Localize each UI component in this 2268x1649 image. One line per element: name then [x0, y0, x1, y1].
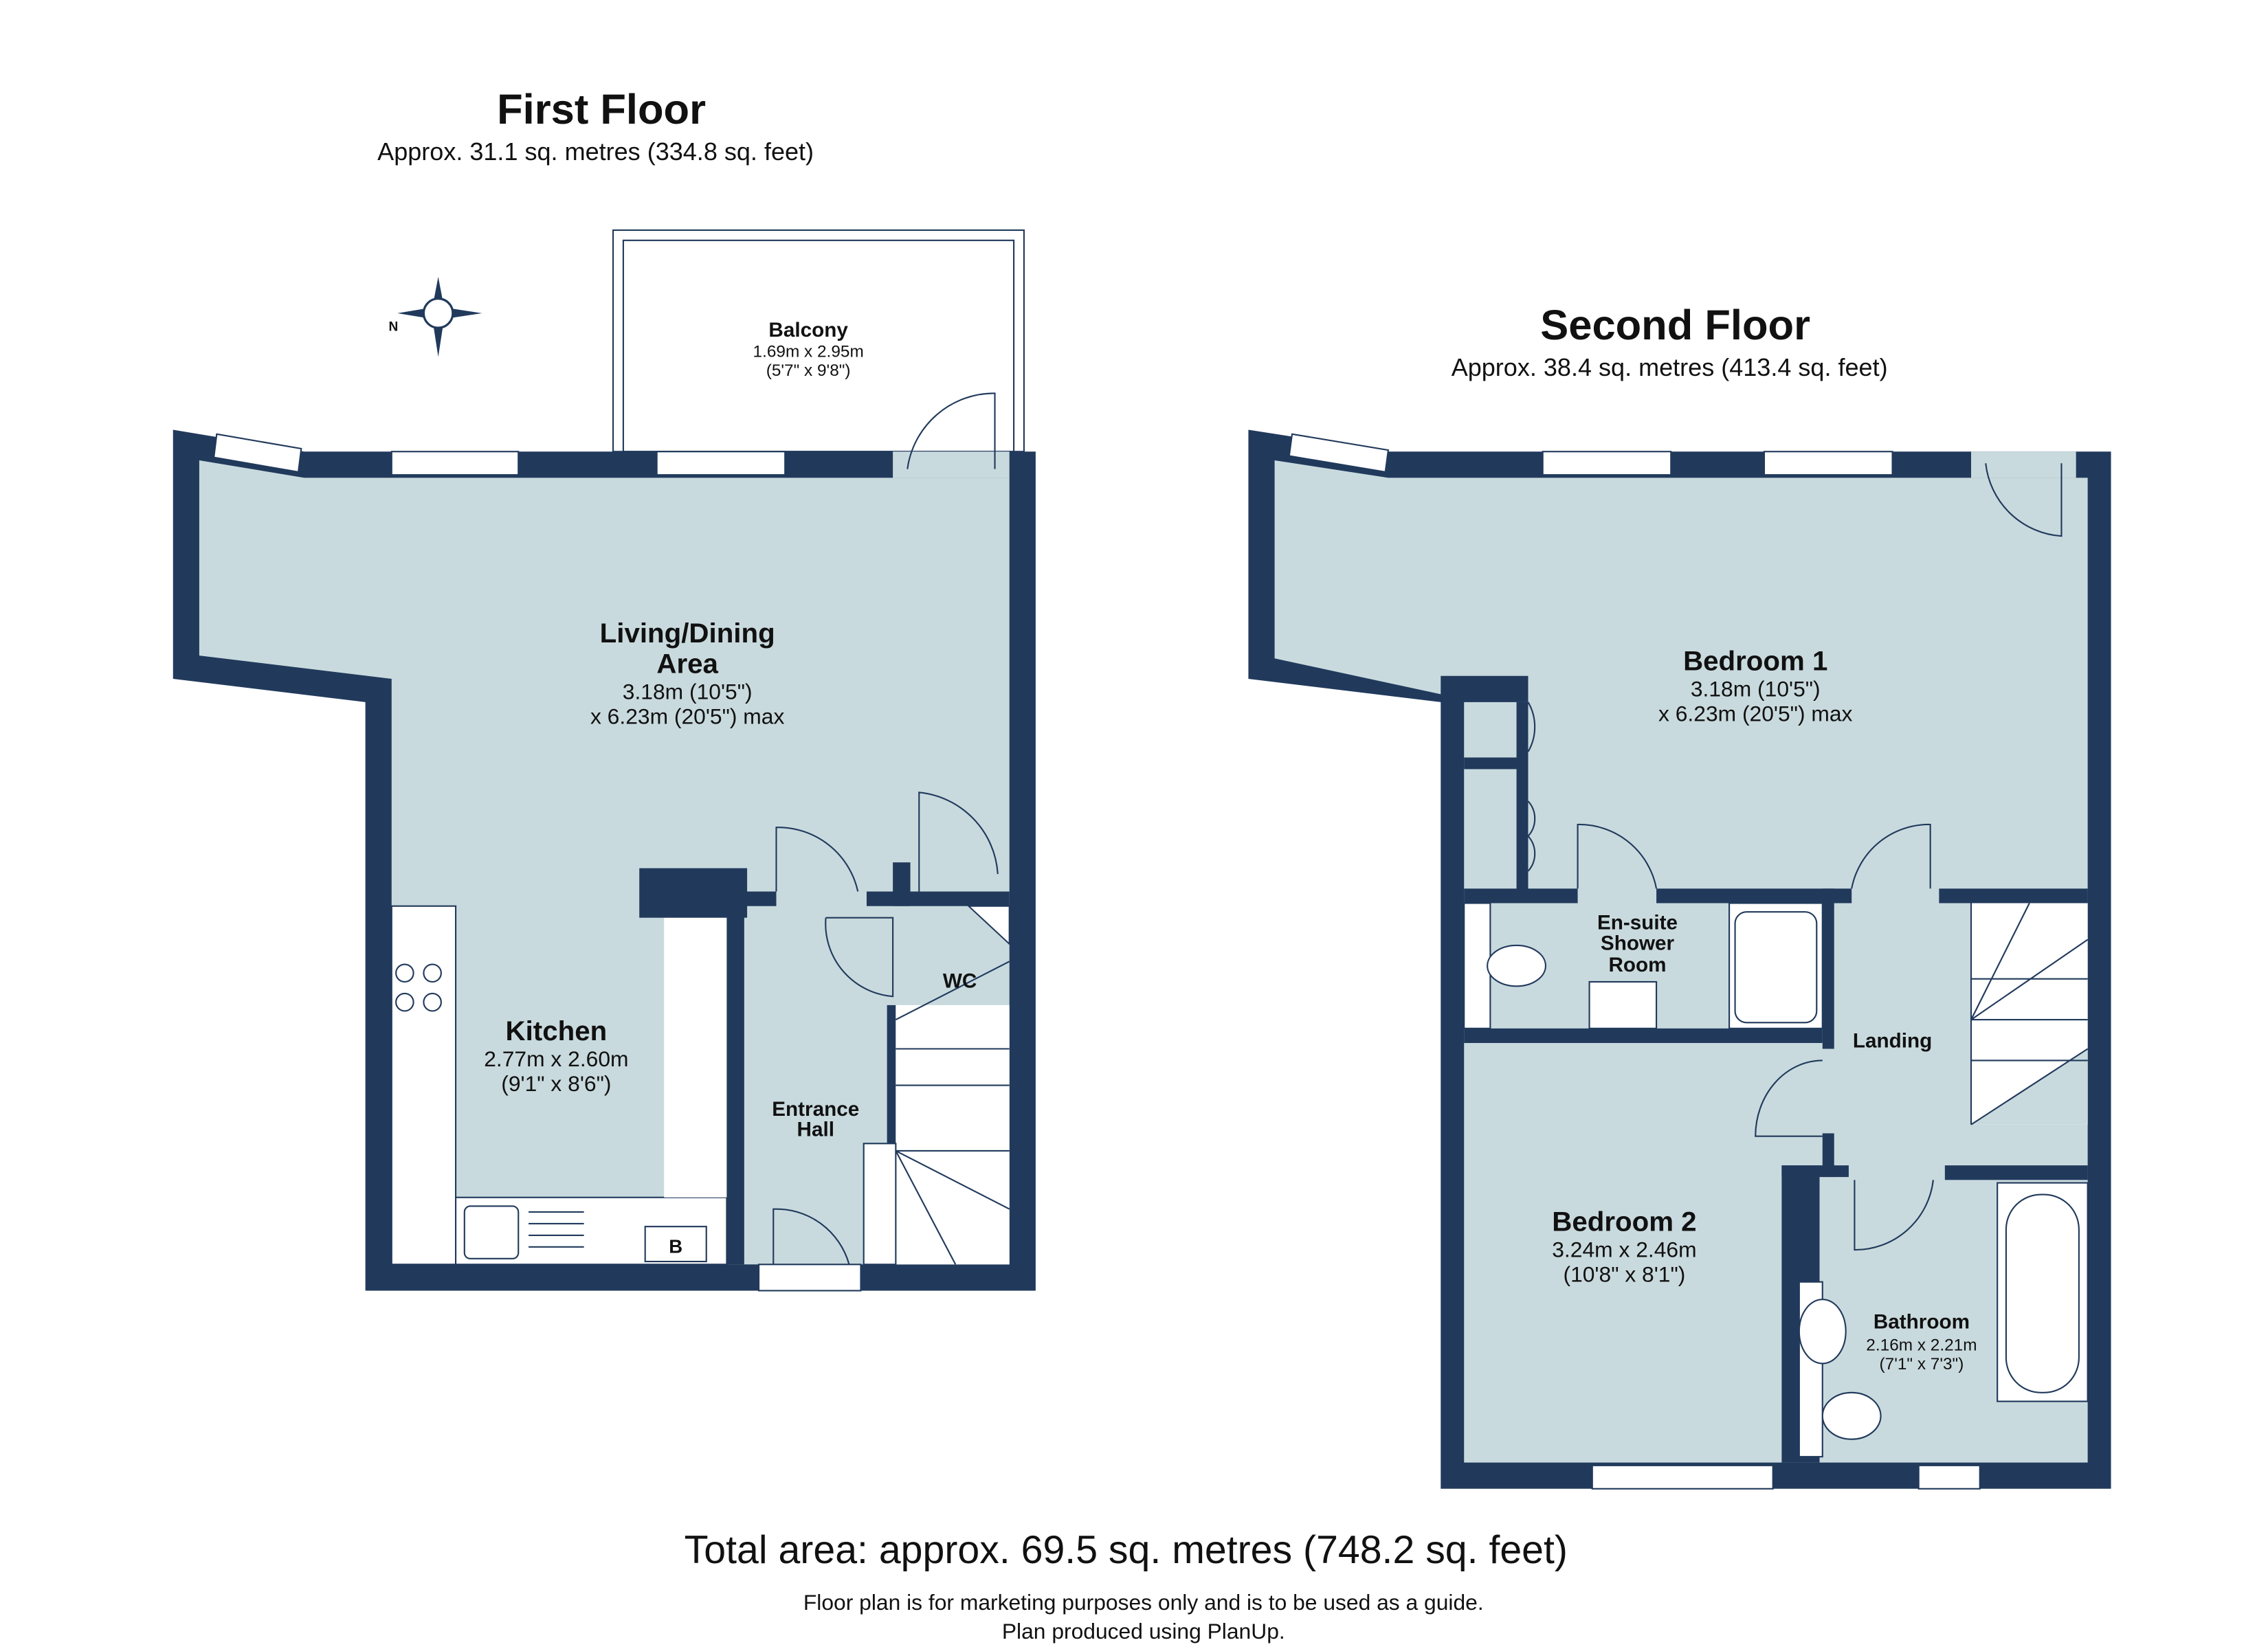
living-door[interactable] [775, 827, 859, 892]
disclaimer: Floor plan is for marketing purposes onl… [803, 1590, 1484, 1615]
room-dimension: (5'7" x 9'8") [766, 361, 851, 380]
toilet-icon [1821, 1391, 1882, 1440]
second-floor-area: Approx. 38.4 sq. metres (413.4 sq. feet) [1452, 353, 1888, 381]
room-dimension: 1.69m x 2.95m [753, 342, 864, 361]
room-label-wc: WC [943, 969, 977, 992]
second-floor-title: Second Floor [1540, 302, 1810, 349]
landing-door[interactable] [1851, 823, 1931, 889]
room-dimension: x 6.23m (20'5") max [1658, 701, 1853, 726]
cupboard-door[interactable] [918, 792, 999, 892]
boiler-label: B [669, 1235, 682, 1257]
room-label-bedroom1: Bedroom 1 [1683, 645, 1827, 676]
window [1288, 433, 1390, 473]
room-label-bedroom2: Bedroom 2 [1552, 1207, 1696, 1237]
wardrobe-door[interactable] [1527, 702, 1536, 752]
room-label-hall: Entrance [772, 1098, 859, 1121]
window [1542, 451, 1672, 476]
window [212, 433, 302, 473]
basin-icon [1588, 980, 1658, 1029]
second-floor: Second Floor Approx. 38.4 sq. metres (41… [1248, 302, 2111, 1490]
bathroom-door[interactable] [1854, 1180, 1934, 1251]
room-dimension: 3.24m x 2.46m [1552, 1237, 1696, 1262]
wc-basin [966, 905, 1010, 946]
basin-icon [1798, 1299, 1847, 1365]
room-label-ensuite: Room [1608, 954, 1666, 976]
wardrobe-door[interactable] [1527, 800, 1536, 872]
hob-icon [395, 963, 442, 1012]
kitchen-sink-icon [463, 1205, 584, 1259]
first-floor: First Floor Approx. 31.1 sq. metres (334… [173, 86, 1036, 1292]
room-label-landing: Landing [1853, 1029, 1932, 1052]
room-label-ensuite: En-suite [1597, 912, 1678, 934]
room-dimension: 3.18m (10'5") [1691, 676, 1821, 701]
total-area: Total area: approx. 69.5 sq. metres (748… [685, 1528, 1568, 1572]
room-label-balcony: Balcony [768, 319, 848, 341]
room-label-living: Living/Dining [600, 618, 775, 649]
room-label-kitchen: Kitchen [506, 1016, 608, 1046]
room-dimension: (7'1" x 7'3") [1880, 1355, 1964, 1373]
window [656, 451, 786, 476]
room-label-hall: Hall [797, 1119, 834, 1141]
window [1763, 451, 1893, 476]
ensuite-door[interactable] [1577, 823, 1658, 889]
bedroom2-door[interactable] [1755, 1059, 1823, 1137]
room-label-living: Area [656, 649, 718, 680]
room-dimension: 2.77m x 2.60m [484, 1046, 628, 1071]
balcony [612, 229, 1025, 453]
credit: Plan produced using PlanUp. [1002, 1619, 1285, 1644]
staircase [863, 961, 1010, 1266]
room-label-bathroom: Bathroom [1874, 1311, 1970, 1334]
room-dimension: x 6.23m (20'5") max [590, 704, 785, 729]
room-dimension: (10'8" x 8'1") [1563, 1262, 1685, 1287]
toilet-icon [1487, 944, 1546, 987]
boiler [644, 1226, 707, 1263]
room-dimension: 2.16m x 2.21m [1866, 1336, 1977, 1354]
compass-north-label: N [389, 319, 399, 334]
kitchen-counter [390, 905, 457, 1266]
bedroom1-door[interactable] [1985, 463, 2063, 537]
front-door[interactable] [772, 1208, 850, 1265]
room-label-ensuite: Shower [1601, 932, 1675, 954]
first-floor-area: Approx. 31.1 sq. metres (334.8 sq. feet) [377, 137, 814, 166]
window [390, 451, 520, 476]
staircase [1970, 903, 2089, 1125]
room-dimension: (9'1" x 8'6") [501, 1071, 611, 1096]
window [1591, 1464, 1774, 1490]
room-dimension: 3.18m (10'5") [623, 680, 753, 704]
window [1917, 1464, 1981, 1490]
balcony-door[interactable] [907, 392, 996, 469]
compass-icon: N [389, 276, 482, 357]
wc-door[interactable] [825, 917, 894, 998]
first-floor-title: First Floor [497, 86, 706, 133]
second-floor-area-fill [1274, 460, 2088, 1463]
shower-icon [1734, 911, 1818, 1024]
